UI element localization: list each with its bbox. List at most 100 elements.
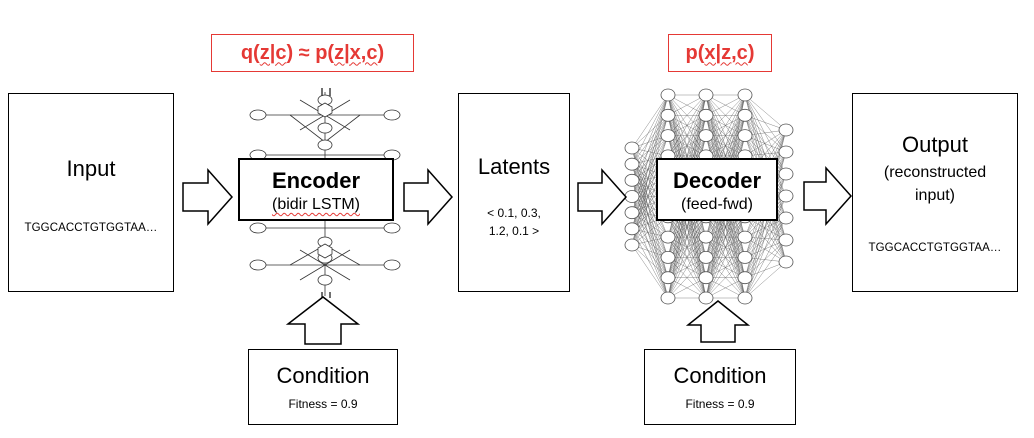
latents-values-line1: < 0.1, 0.3, bbox=[487, 206, 541, 220]
latents-box: Latents < 0.1, 0.3, 1.2, 0.1 > bbox=[458, 93, 570, 292]
network-edge bbox=[705, 216, 746, 299]
arrows bbox=[182, 166, 853, 345]
network-edge bbox=[744, 195, 787, 299]
network-node bbox=[624, 190, 640, 203]
network-node bbox=[660, 230, 676, 244]
latents-title: Latents bbox=[477, 154, 551, 179]
formula-text: x|z,c bbox=[704, 41, 748, 64]
network-edge bbox=[744, 94, 787, 197]
encoder-posterior-formula: q(z|c) ≈ p(z|x,c) bbox=[211, 34, 414, 72]
output-box: Output (reconstructed input) TGGCACCTGTG… bbox=[852, 93, 1018, 292]
network-node bbox=[624, 157, 640, 171]
network-edge bbox=[631, 135, 669, 181]
condition-fitness: Fitness = 0.9 bbox=[685, 397, 755, 411]
network-edge bbox=[744, 94, 787, 153]
condition-title: Condition bbox=[276, 363, 370, 388]
output-subtitle-line1: (reconstructed bbox=[883, 164, 987, 181]
network-node bbox=[737, 230, 753, 244]
network-edge bbox=[744, 216, 787, 263]
network-edge bbox=[631, 115, 669, 165]
arrow-condition-to-decoder-icon bbox=[685, 300, 751, 343]
input-box: Input TGGCACCTGTGGTAA… bbox=[8, 93, 174, 292]
formula-text: ) bbox=[747, 41, 755, 64]
network-edge bbox=[667, 94, 707, 116]
network-node bbox=[698, 250, 714, 264]
network-node bbox=[660, 129, 676, 143]
network-edge bbox=[631, 115, 669, 181]
network-edge bbox=[744, 217, 787, 258]
formula-text: q( bbox=[240, 41, 260, 64]
encoder-title: Encoder bbox=[271, 168, 361, 193]
network-node bbox=[660, 88, 676, 102]
network-edge bbox=[631, 216, 669, 246]
network-edge bbox=[744, 94, 787, 131]
network-edge bbox=[705, 94, 746, 116]
network-edge bbox=[744, 239, 787, 278]
network-edge bbox=[744, 236, 787, 263]
network-edge bbox=[744, 239, 787, 299]
condition-title: Condition bbox=[673, 363, 767, 388]
network-node bbox=[737, 250, 753, 264]
decoder-likelihood-formula: p(x|z,c) bbox=[668, 34, 772, 72]
arrow-input-to-encoder-icon bbox=[182, 168, 234, 226]
network-edge bbox=[744, 135, 787, 175]
network-edge bbox=[667, 277, 707, 299]
network-edge bbox=[744, 135, 787, 153]
network-node bbox=[698, 129, 714, 143]
network-edge bbox=[744, 115, 787, 197]
network-edge bbox=[705, 277, 746, 299]
network-node bbox=[698, 108, 714, 122]
network-node bbox=[778, 211, 794, 225]
formula-text: ) ≈ p( bbox=[286, 41, 335, 64]
network-node bbox=[778, 189, 794, 203]
network-edge bbox=[631, 244, 669, 278]
input-title: Input bbox=[66, 156, 116, 181]
network-edge bbox=[705, 94, 746, 136]
condition-box-encoder: Condition Fitness = 0.9 bbox=[248, 349, 398, 425]
network-node bbox=[737, 108, 753, 122]
condition-fitness: Fitness = 0.9 bbox=[288, 397, 358, 411]
formula-text: z|x,c bbox=[334, 41, 378, 64]
network-node bbox=[624, 173, 640, 187]
network-edge bbox=[667, 216, 707, 299]
network-node bbox=[778, 255, 794, 269]
network-edge bbox=[705, 94, 746, 156]
arrow-latents-to-decoder-icon bbox=[577, 168, 628, 226]
network-edge bbox=[744, 129, 787, 157]
lstm-network-illustration bbox=[249, 88, 401, 298]
decoder-title: Decoder bbox=[672, 168, 762, 193]
network-edge bbox=[667, 94, 707, 136]
network-edge bbox=[705, 257, 746, 299]
formula-text: p( bbox=[685, 41, 705, 64]
input-sequence: TGGCACCTGTGGTAA… bbox=[24, 222, 158, 234]
decoder-box: Decoder (feed-fwd) bbox=[656, 158, 778, 221]
network-edge bbox=[744, 239, 787, 258]
network-edge bbox=[631, 94, 669, 149]
network-node bbox=[778, 145, 794, 159]
network-edge bbox=[631, 94, 669, 165]
network-edge bbox=[631, 135, 669, 165]
arrow-decoder-to-output-icon bbox=[803, 166, 853, 226]
network-edge bbox=[744, 115, 787, 153]
decoder-subtitle: (feed-fwd) bbox=[680, 196, 754, 213]
network-edge bbox=[744, 195, 787, 278]
network-node bbox=[624, 222, 640, 236]
network-edge bbox=[744, 195, 787, 258]
arrow-encoder-to-latents-icon bbox=[403, 168, 454, 226]
network-node bbox=[698, 291, 714, 305]
network-edge bbox=[631, 135, 669, 197]
network-node bbox=[698, 88, 714, 102]
network-node bbox=[660, 108, 676, 122]
network-node bbox=[778, 167, 794, 181]
network-node bbox=[624, 238, 640, 252]
network-node bbox=[778, 123, 794, 137]
network-edge bbox=[744, 115, 787, 175]
network-node bbox=[624, 141, 640, 155]
network-edge bbox=[631, 244, 669, 299]
network-edge bbox=[631, 94, 669, 246]
network-edge bbox=[667, 94, 707, 156]
network-edge bbox=[705, 237, 746, 299]
network-edge bbox=[744, 261, 787, 299]
network-edge bbox=[744, 94, 787, 175]
network-node bbox=[737, 129, 753, 143]
